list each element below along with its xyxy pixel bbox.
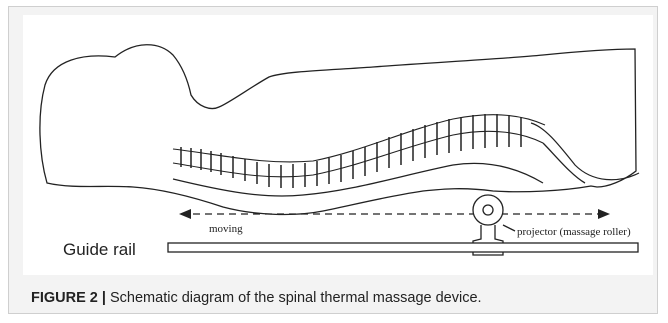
projector-arrowhead: [598, 209, 610, 219]
caption-text: Schematic diagram of the spinal thermal …: [110, 290, 482, 306]
projector-label: projector (massage roller): [517, 226, 631, 238]
figure-number: FIGURE 2 |: [31, 290, 106, 306]
figure-panel: moving projector (massage roller) Guide …: [8, 6, 658, 314]
diagram-canvas: moving projector (massage roller) Guide …: [23, 15, 653, 275]
massage-roller: [473, 195, 503, 225]
spine: [173, 114, 639, 188]
figure-caption: FIGURE 2 | Schematic diagram of the spin…: [31, 290, 482, 306]
moving-arrowhead: [179, 209, 191, 219]
roller-pointer-line: [503, 225, 515, 231]
body-outline: [40, 45, 636, 215]
device-schematic: moving projector (massage roller) Guide …: [23, 15, 653, 275]
guide-rail-label: Guide rail: [63, 240, 136, 259]
moving-label: moving: [209, 223, 243, 235]
guide-rail: [168, 243, 638, 252]
back-contour: [173, 163, 543, 196]
